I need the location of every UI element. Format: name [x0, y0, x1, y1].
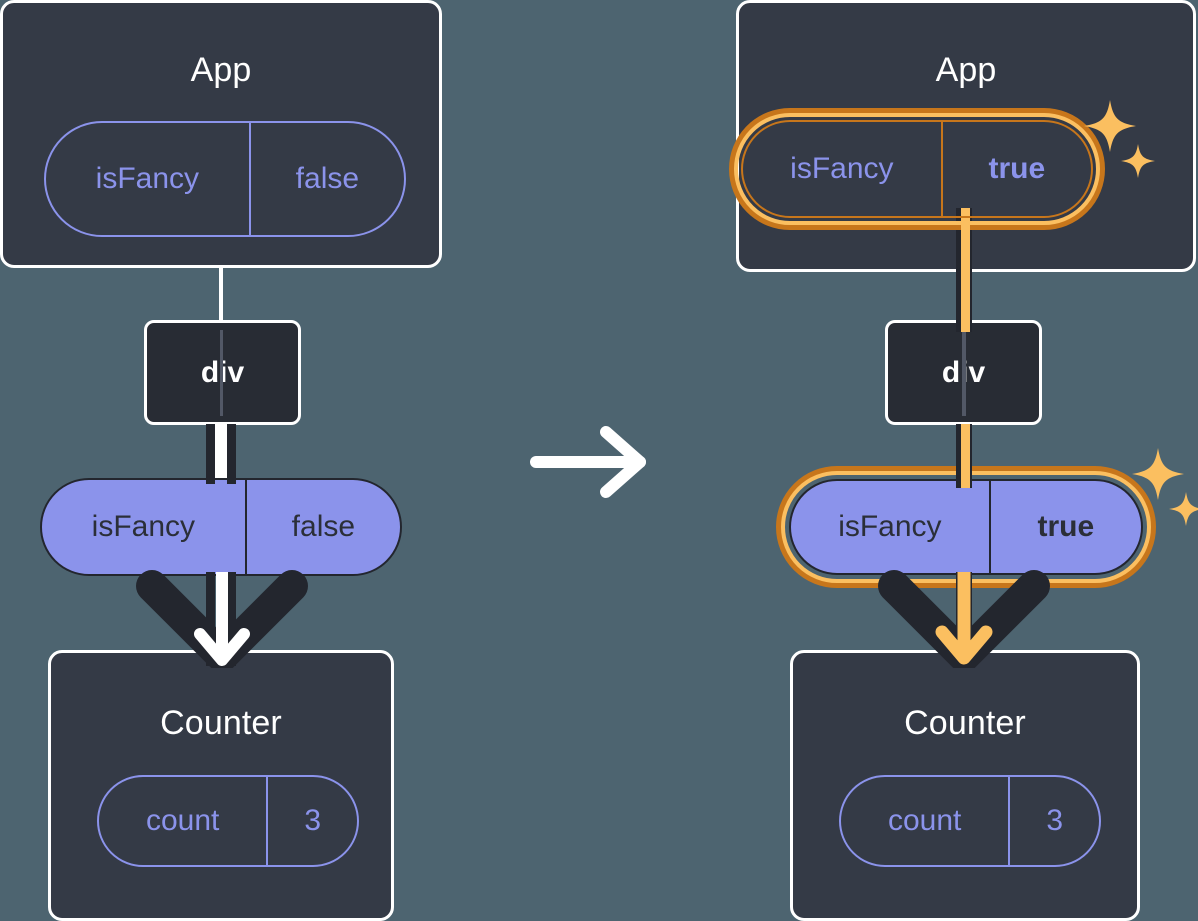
connector-div-to-prop-right-before [227, 424, 236, 484]
transition-arrow [528, 424, 656, 500]
app-state-pill-before: isFancy false [44, 121, 406, 237]
connector-div-to-prop-left-before [206, 424, 215, 484]
counter-state-pill-before: count 3 [97, 775, 359, 867]
prop-name: isFancy [838, 510, 942, 543]
prop-pill-before: isFancy false [40, 478, 402, 576]
app-card-title: App [935, 51, 997, 89]
prop-pill-after: isFancy true [789, 479, 1143, 575]
prop-value: false [244, 480, 400, 574]
app-state-name: isFancy [95, 162, 200, 195]
app-state-value: false [248, 123, 404, 235]
connector-app-to-div-orange-after [961, 208, 970, 332]
flow-arrow-orange-after [928, 572, 1000, 670]
connector-prop-to-counter-left-before [206, 572, 215, 666]
app-state-value: true [940, 122, 1091, 216]
counter-state-name: count [888, 804, 962, 837]
connector-app-to-div-before [219, 250, 223, 330]
flow-arrow-white-before [186, 572, 258, 670]
arrow-right-icon [530, 426, 646, 498]
counter-card-title: Counter [160, 704, 282, 742]
app-card-before: App isFancy false [0, 0, 442, 268]
app-state-name: isFancy [790, 152, 894, 185]
connector-prop-to-counter-right-before [227, 572, 236, 666]
counter-card-before: Counter count 3 [48, 650, 394, 921]
prop-value: true [988, 481, 1141, 573]
app-card-title: App [190, 51, 252, 89]
prop-name: isFancy [91, 510, 196, 543]
connector-through-div-before [220, 330, 223, 416]
counter-card-title: Counter [904, 704, 1026, 742]
counter-state-pill-after: count 3 [839, 775, 1101, 867]
app-state-pill-after: isFancy true [741, 120, 1093, 218]
connector-div-to-prop-center-before [215, 424, 227, 484]
counter-state-value: 3 [266, 777, 357, 865]
counter-state-name: count [146, 804, 220, 837]
connector-div-to-prop-orange-after [961, 424, 970, 488]
counter-card-after: Counter count 3 [790, 650, 1140, 921]
connector-through-div-after [962, 330, 966, 416]
counter-state-value: 3 [1008, 777, 1099, 865]
